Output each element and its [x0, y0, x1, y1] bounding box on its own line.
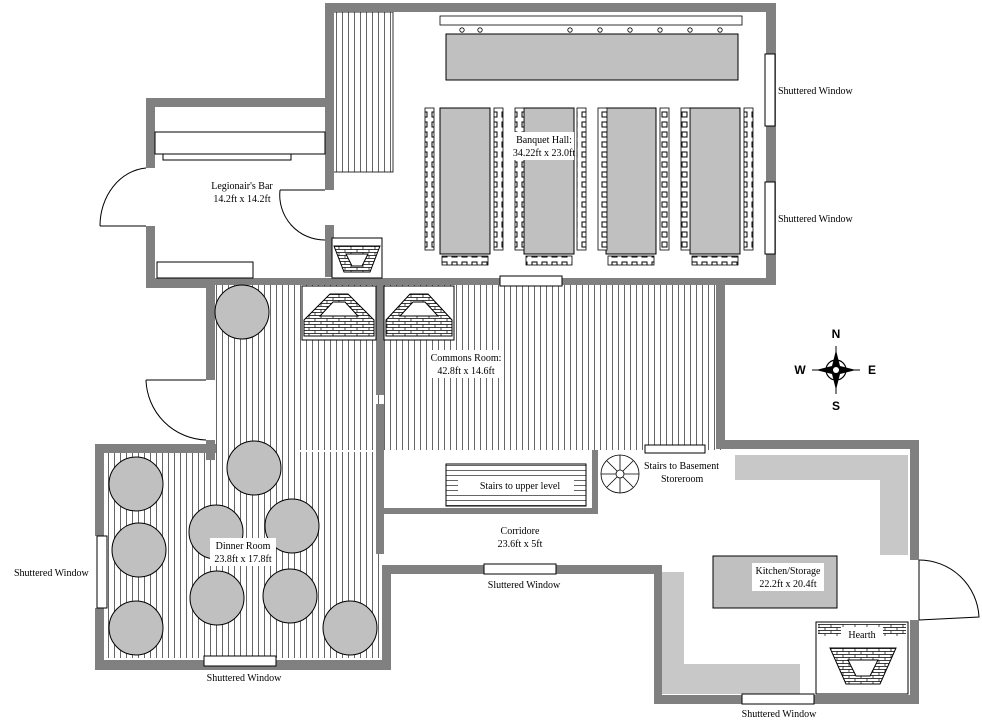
kitchen-counter-top	[735, 455, 908, 555]
stairs-upper	[445, 463, 587, 507]
dinner-room-label: Dinner Room	[216, 541, 271, 552]
hearth-label: Hearth	[848, 630, 875, 641]
compass-e: E	[868, 363, 876, 377]
window-label-corridor: Sluttered Window	[488, 580, 561, 591]
banquet-tables	[439, 107, 741, 255]
corridor-label: Corridore	[501, 526, 540, 537]
stairs-upper-label: Stairs to upper level	[480, 481, 560, 492]
head-table	[445, 33, 739, 81]
compass-s: S	[832, 399, 840, 413]
corridor-size: 23.6ft x 5ft	[498, 539, 543, 550]
doors	[99, 167, 980, 621]
bar-counter-rail	[162, 153, 292, 161]
head-table-bench	[439, 15, 743, 26]
bar-counter	[154, 131, 326, 155]
commons-room-size: 42.8ft x 14.6ft	[437, 366, 494, 377]
compass-rose: N S E W	[794, 327, 876, 413]
banquet-hall-size: 34.22ft x 23.0ft	[513, 148, 575, 159]
window-label-s: Shuttered Window	[207, 673, 282, 684]
bar-bench	[156, 261, 254, 279]
banquet-chair-columns	[424, 107, 754, 266]
banquet-stage-floor	[332, 11, 394, 173]
label-backgrounds	[210, 132, 883, 641]
compass-w: W	[794, 363, 806, 377]
windows	[96, 53, 815, 705]
stairs-basement-label-2: Storeroom	[661, 474, 703, 485]
window-label-w: Shuttered Window	[14, 568, 89, 579]
stairs-basement-label: Stairs to Basement	[644, 461, 719, 472]
spiral-stairs	[600, 454, 640, 494]
kitchen-hearth	[815, 621, 909, 695]
bar-label: Legionair's Bar	[211, 181, 273, 192]
kitchen-counter-bottom	[662, 572, 800, 694]
commons-fireplace-right	[383, 285, 455, 341]
bar-fireplace	[331, 237, 383, 279]
bar-size: 14.2ft x 14.2ft	[213, 194, 270, 205]
commons-room-label: Commons Room:	[431, 353, 502, 364]
head-table-chairs	[459, 27, 723, 33]
kitchen-size: 22.2ft x 20.4ft	[759, 579, 816, 590]
commons-fireplace-left	[301, 285, 377, 341]
window-label-e: Shuttered Window	[778, 214, 853, 225]
dinner-room-size: 23.8ft x 17.8ft	[214, 554, 271, 565]
window-label-kitchen: Shuttered Window	[742, 709, 817, 720]
window-label-ne: Shuttered Window	[778, 86, 853, 97]
banquet-hall-label: Banquet Hall:	[516, 135, 572, 146]
dinner-round-tables	[108, 284, 378, 656]
kitchen-label: Kitchen/Storage	[756, 566, 822, 577]
compass-n: N	[832, 327, 841, 341]
